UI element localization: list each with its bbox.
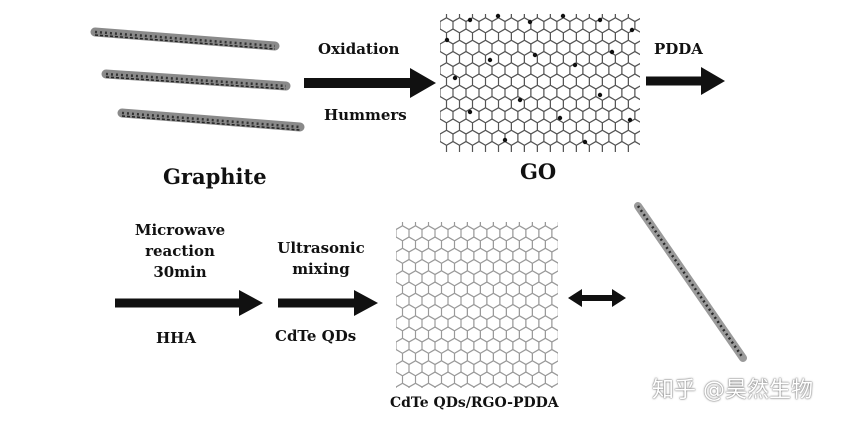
watermark: 知乎 @昊然生物 xyxy=(652,378,813,403)
label-ultrasonic-line1: Ultrasonic xyxy=(277,239,365,257)
rgo-sheet-icon xyxy=(396,222,558,388)
label-go: GO xyxy=(520,159,557,184)
arrow-right-icon xyxy=(278,290,378,316)
label-pdda: PDDA xyxy=(654,40,703,58)
double-arrow-icon xyxy=(568,289,626,307)
label-ultrasonic-line2: mixing xyxy=(292,260,350,278)
arrow-right-icon xyxy=(115,290,263,316)
graphite-layer-icon xyxy=(90,27,280,51)
label-hha: HHA xyxy=(156,329,196,347)
side-sheet-icon xyxy=(634,202,747,362)
label-hummers: Hummers xyxy=(324,106,407,124)
graphite-layer-icon xyxy=(101,69,291,91)
label-graphite: Graphite xyxy=(163,164,267,189)
label-product: CdTe QDs/RGO-PDDA xyxy=(390,395,559,411)
label-microwave-line3: 30min xyxy=(153,263,207,281)
label-microwave-line2: reaction xyxy=(145,242,215,260)
label-cdte-qds: CdTe QDs xyxy=(275,327,357,345)
label-microwave-line1: Microwave xyxy=(134,221,226,239)
go-sheet-icon xyxy=(440,13,640,152)
graphite-layer-icon xyxy=(117,108,305,132)
arrow-right-icon xyxy=(304,68,436,98)
arrow-right-icon xyxy=(646,67,725,95)
label-oxidation: Oxidation xyxy=(318,40,400,58)
